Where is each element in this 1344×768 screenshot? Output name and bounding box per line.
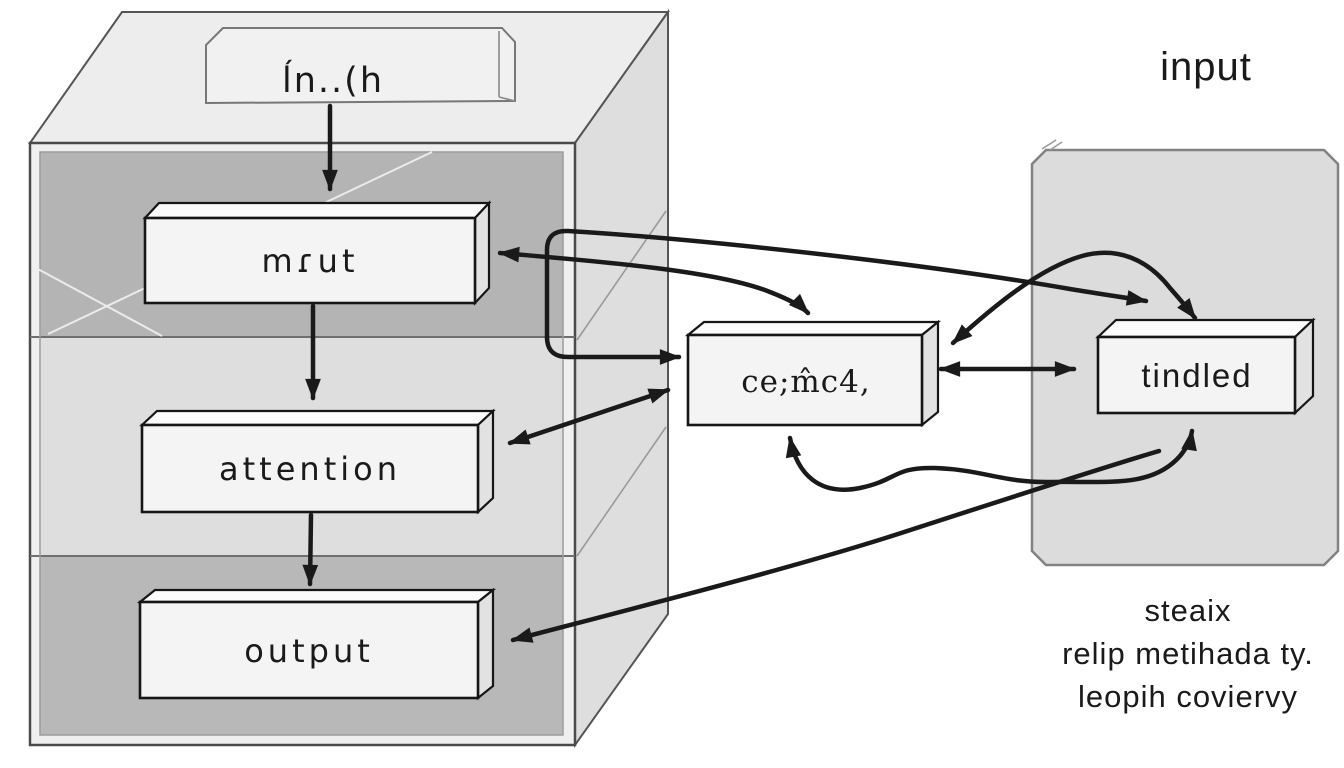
arrow-loop-middlebox-panel (544, 228, 1149, 365)
caption-text: steaix relip metihada ty. leopih covierv… (1062, 593, 1314, 714)
layer2-box-face (140, 423, 480, 514)
layer1-box-label: mɾut (262, 242, 359, 280)
top-plate-label: ĺn..(h (282, 59, 384, 101)
layer1-box-top (142, 201, 492, 220)
layer3-box-face (138, 600, 480, 700)
middle-box-top (684, 320, 942, 337)
arrow-layer2-middlebox (507, 387, 671, 446)
arrow-tindled-to-layer3 (510, 448, 1162, 643)
arrows (302, 103, 1198, 643)
layer3-box-top (136, 588, 497, 604)
cube-side-face (574, 8, 669, 749)
layer3-box-label: output (244, 632, 374, 670)
layered-cube: ĺn..(h mɾut attention output (28, 8, 670, 749)
layer2-box-side (476, 408, 495, 515)
sheet-corner-edge-2 (1049, 141, 1063, 151)
cube-layer-box-3: output (136, 587, 497, 701)
tindled-box-side (1293, 317, 1315, 416)
sheet-corner-edge-1 (1041, 139, 1057, 150)
tindled-box-top (1095, 318, 1316, 339)
top-plate: ĺn..(h (205, 27, 516, 105)
layer1-box-face (143, 216, 477, 305)
front-diagonal-2 (35, 267, 163, 337)
arrow-middlebox-tindled-bottom (785, 428, 1197, 492)
tindled-box-label: tindled (1141, 357, 1252, 394)
arrow-middlebox-tindled-top (950, 250, 1198, 346)
tindled-box: tindled (1095, 317, 1316, 416)
middle-box-side (920, 319, 940, 428)
middle-box-label: ce;m̂c4, (741, 364, 871, 400)
caption-line-1: steaix (1145, 593, 1232, 628)
layer2-box-top (139, 409, 496, 427)
caption-line-2: relip metihada ty. (1062, 636, 1314, 671)
caption-line-3: leopih coviervy (1078, 679, 1298, 714)
side-diagonal-2 (576, 426, 667, 557)
input-panel: input tindled steaix relip metihada ty. … (1030, 45, 1340, 714)
cube-layer-box-2: attention (139, 408, 496, 515)
top-plate-rim-foot (498, 96, 516, 102)
input-panel-title: input (1160, 45, 1252, 89)
middle-box: ce;m̂c4, (684, 319, 942, 428)
arrow-layer2-to-layer3 (302, 512, 319, 587)
layer1-box-side (473, 200, 491, 306)
cube-layer-box-1: mɾut (142, 200, 492, 306)
layer2-box-label: attention (219, 450, 401, 488)
layer3-box-side (476, 587, 495, 701)
